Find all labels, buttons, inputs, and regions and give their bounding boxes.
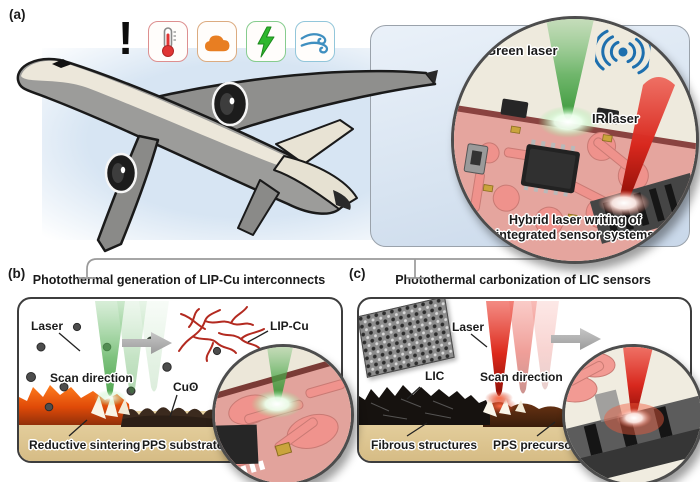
inset-caption-line1: Hybrid laser writing of [509,213,641,227]
ir-laser-label: IR laser [592,111,639,126]
lic-label: LIC [425,369,445,383]
fibrous-structures-label: Fibrous structures [371,438,478,452]
engine-near [104,152,138,194]
panel-c-label: (c) [349,266,366,281]
panel-b-title: Photothermal generation of LIP-Cu interc… [32,273,326,287]
cuo-label: CuO [173,380,199,394]
airplane-illustration [16,57,438,253]
panel-a-label: (a) [9,7,26,22]
ir-laser-beam [620,77,675,202]
inset-caption-line2: integrated sensor systems [495,228,655,242]
green-laser-zoom-inset [212,344,354,482]
laser-label-b: Laser [31,319,64,333]
green-laser-beam [546,19,594,120]
scan-direction-label-c: Scan direction [480,370,563,384]
fibrous-carbon [359,385,490,425]
hybrid-laser-writing-inset: Green laser IR laser Hybrid laser writin… [451,16,699,264]
lightning-icon [246,21,286,62]
red-laser-cones [485,301,559,405]
lip-cu-label: LIP-Cu [270,319,309,333]
warning-exclamation-icon: ! [118,12,134,64]
laser-label-c: Laser [452,320,485,334]
panel-b-label: (b) [8,266,26,281]
wind-icon [295,21,335,62]
red-laser-zoom-inset [562,344,700,482]
scan-direction-label-b: Scan direction [50,371,133,385]
lip-cu-dendrites [178,306,265,362]
cloud-icon [197,21,237,62]
red-beam-zoom [623,347,653,417]
green-laser-label: Green laser [486,43,558,58]
green-beam-zoom [267,347,293,403]
panel-c-title: Photothermal carbonization of LIC sensor… [395,273,651,287]
reductive-sintering-label: Reductive sintering [29,438,141,452]
pps-precursor-label: PPS precursor [493,438,577,452]
thermometer-icon [148,21,188,62]
pps-substrate-label: PPS substrate [142,438,224,452]
green-laser-cones [94,301,169,406]
panel-connector-bracket [78,258,575,279]
engine-far [211,81,249,127]
wireless-signal-icon [593,29,653,75]
